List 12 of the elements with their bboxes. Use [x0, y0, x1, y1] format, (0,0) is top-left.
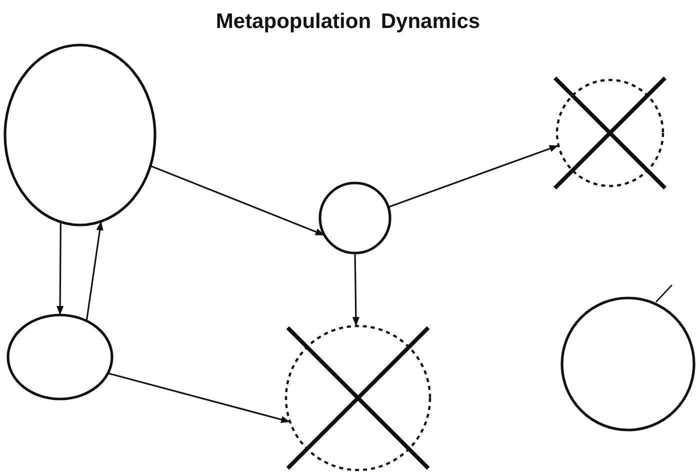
population-circle — [560, 296, 696, 432]
arrow — [388, 144, 559, 208]
diagram-title: Metapopulation Dynamics — [216, 10, 480, 34]
crossed-out-circle — [282, 322, 434, 473]
arrow — [56, 222, 64, 315]
arrow — [108, 372, 290, 424]
arrow — [86, 221, 104, 322]
population-circle — [6, 313, 114, 401]
population-circle — [318, 181, 392, 255]
arrow — [352, 252, 360, 326]
arrow — [150, 165, 325, 236]
population-circle — [3, 43, 157, 227]
